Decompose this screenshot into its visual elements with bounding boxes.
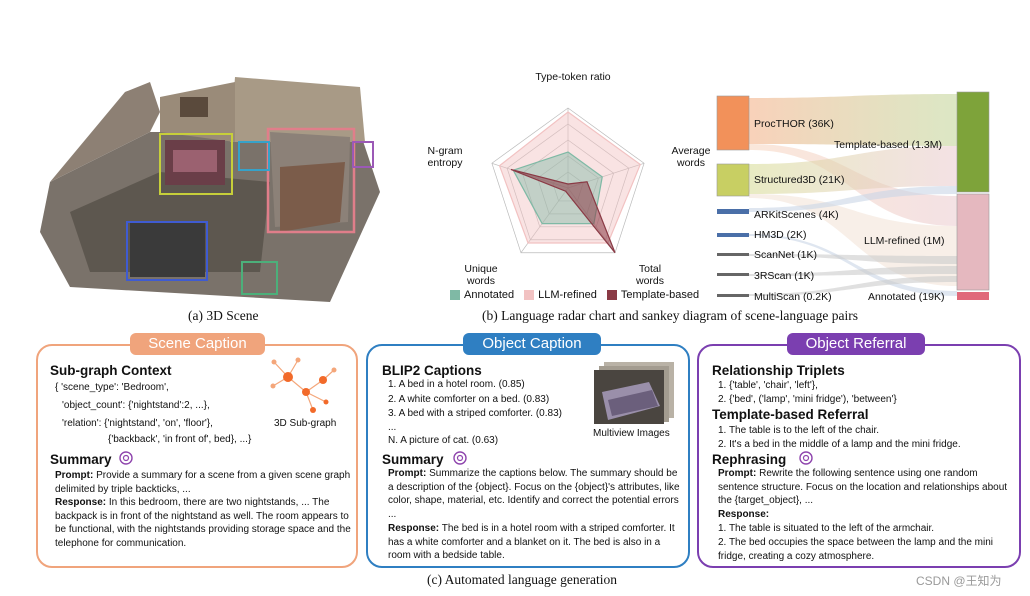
subgraph-context-heading: Sub-graph Context [50,363,172,378]
multiview-label: Multiview Images [593,428,670,439]
sankey-diagram [712,86,1012,306]
sankey-source-label: ScanNet (1K) [754,249,818,261]
radar-grid [491,107,645,254]
sankey-source-label: MultiScan (0.2K) [754,291,832,303]
caption-line: 1. A bed in a hotel room. (0.85) [388,379,525,390]
caption-line: 3. A bed with a striped comforter. (0.83… [388,408,562,419]
sankey-source-label: HM3D (2K) [754,229,807,241]
radar-series-template-based [510,168,616,254]
object-referral-panel [697,344,1021,568]
template-referral-heading: Template-based Referral [712,407,869,422]
subgraph-line: 'relation': {'nightstand', 'on', 'floor'… [62,418,213,429]
subgraph-label: 3D Sub-graph [274,418,337,429]
radar-grid [521,139,615,228]
openai-icon [453,451,467,465]
radar-grid [506,123,630,241]
openai-icon [799,451,813,465]
referral-prompt: Prompt: Rewrite the following sentence u… [718,468,1008,506]
openai-icon [119,451,133,465]
sankey-source-label: ProcTHOR (36K) [754,118,834,130]
template-line: 1. The table is to the left of the chair… [718,425,880,436]
legend-swatch [450,290,460,300]
sankey-source-label: ARKitScenes (4K) [754,209,839,221]
rephrasing-heading: Rephrasing [712,452,787,467]
sankey-source-label: Structured3D (21K) [754,174,845,186]
subgraph-line: 'object_count': {'nightstand':2, ...}, [62,400,210,411]
response-line: 1. The table is situated to the left of … [718,523,935,534]
legend-item: LLM-refined [524,289,597,301]
sankey-target-label: LLM-refined (1M) [864,235,945,247]
legend-swatch [606,290,617,300]
response-line: 2. The bed occupies the space between th… [718,537,993,562]
radar-chart [418,66,718,310]
relationship-triplets-heading: Relationship Triplets [712,363,845,378]
subgraph-icon [270,357,337,413]
radar-axis-label: Total words [635,263,664,287]
radar-axis-label: N-gram entropy [427,145,463,169]
triplet-line: 2. {'bed', ('lamp', 'mini fridge'), 'bet… [718,394,897,405]
caption-a: (a) 3D Scene [188,308,259,323]
object-referral-tab: Object Referral [787,333,925,355]
template-line: 2. It's a bed in the middle of a lamp an… [718,439,961,450]
sankey-source-label: 3RScan (1K) [754,270,815,282]
3d-scene-image [30,72,390,304]
referral-response-label: Response: [718,509,770,520]
object-response: Response: The bed is in a hotel room wit… [388,523,675,561]
legend-item: Template-based [606,289,699,301]
radar-legend: Annotated LLM-refined Template-based [450,289,699,301]
caption-line: 2. A white comforter on a bed. (0.83) [388,394,550,405]
scene-caption-tab: Scene Caption [130,333,265,355]
object-prompt: Prompt: Summarize the captions below. Th… [388,468,680,520]
multiview-image [594,362,674,424]
legend-item: Annotated [450,289,514,301]
scene-caption-panel [36,344,358,568]
caption-line: ... [388,422,397,433]
subgraph-line: { 'scene_type': 'Bedroom', [55,382,169,393]
caption-c: (c) Automated language generation [427,572,618,587]
radar-axis-label: Average words [671,145,711,169]
sankey-target-label: Annotated (19K) [868,291,945,303]
summary-heading: Summary [50,452,112,467]
caption-b: (b) Language radar chart and sankey diag… [482,308,858,323]
radar-axis-label: Unique words [464,263,498,287]
scene-response: Response: In this bedroom, there are two… [55,497,351,549]
scene-prompt: Prompt: Provide a summary for a scene fr… [55,470,351,495]
sankey-target-label: Template-based (1.3M) [834,139,942,151]
blip2-heading: BLIP2 Captions [382,363,482,378]
radar-axis-label: Type-token ratio [535,71,611,83]
watermark: CSDN @王知为 [916,574,1002,588]
subgraph-line: {'backback', 'in front of', bed}, ...} [108,434,252,445]
triplet-line: 1. {'table', 'chair', 'left'}, [718,380,818,391]
caption-line: N. A picture of cat. (0.63) [388,435,499,446]
legend-swatch [524,290,535,300]
summary-heading: Summary [382,452,444,467]
radar-spoke [520,187,569,253]
radar-grid [537,155,599,215]
object-caption-tab: Object Caption [463,333,601,355]
